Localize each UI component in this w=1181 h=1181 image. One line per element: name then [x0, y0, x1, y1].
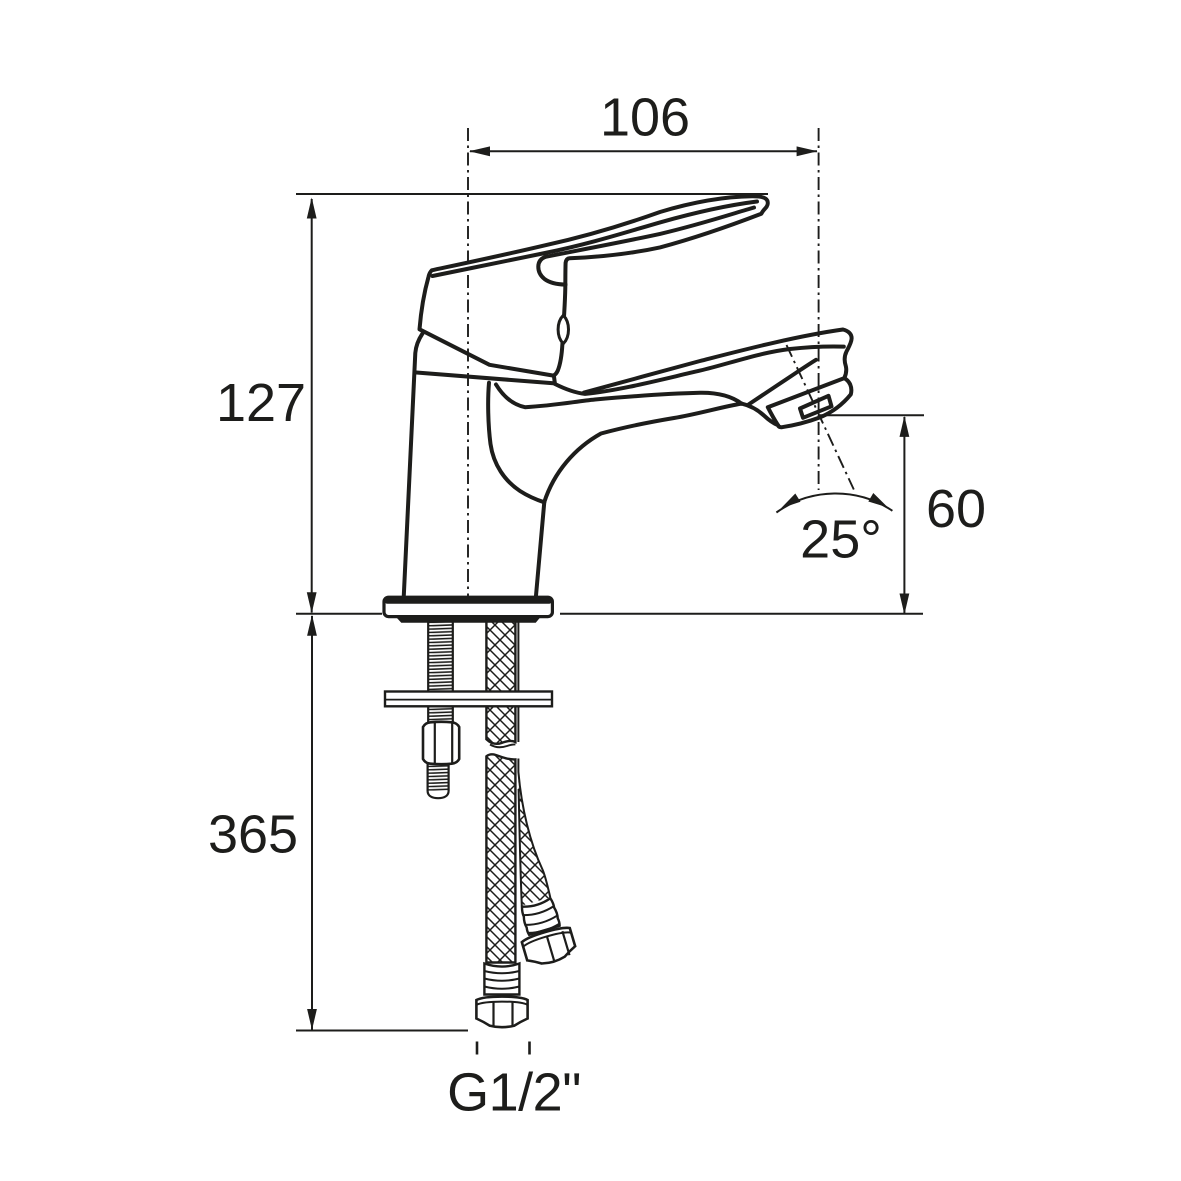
- svg-text:G1/2": G1/2": [447, 1063, 581, 1123]
- svg-text:25°: 25°: [800, 510, 882, 570]
- svg-text:106: 106: [600, 88, 690, 148]
- svg-text:60: 60: [926, 479, 986, 539]
- svg-text:127: 127: [216, 373, 306, 433]
- svg-text:365: 365: [208, 805, 298, 865]
